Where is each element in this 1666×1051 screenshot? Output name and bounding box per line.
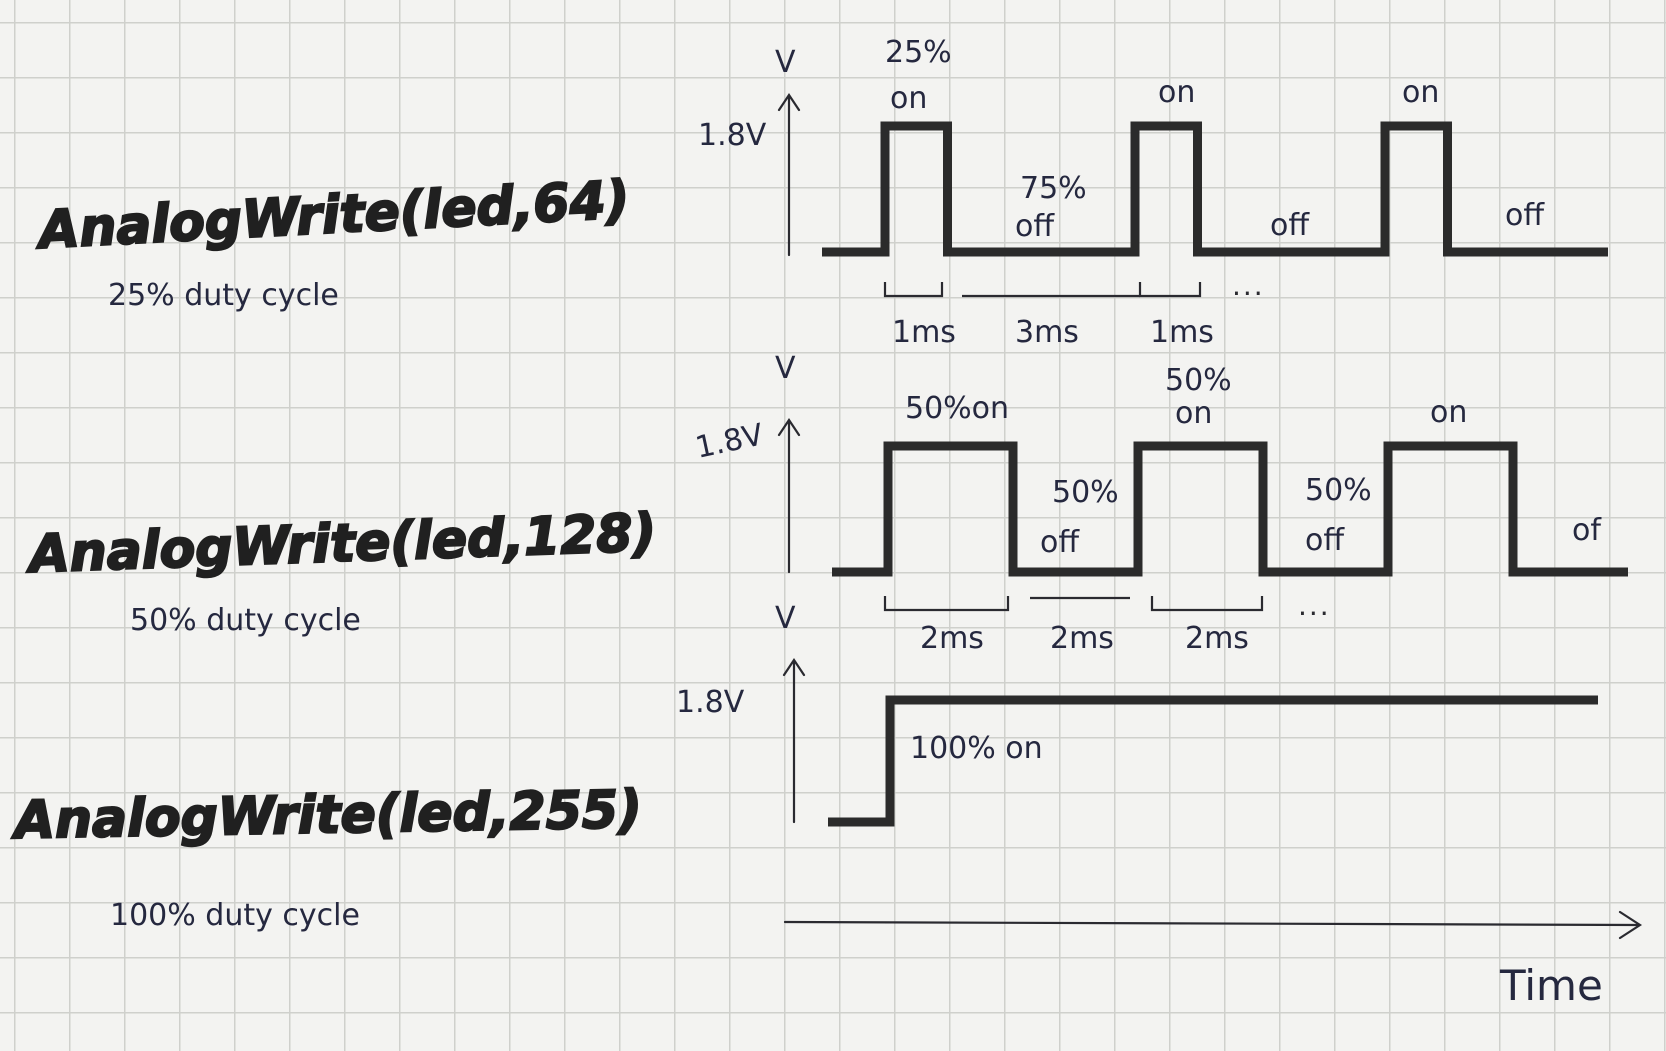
duration-label: 2ms xyxy=(1185,621,1249,656)
function-label-255: AnalogWrite(led,255) xyxy=(10,780,642,851)
annotation-50pct: 50% xyxy=(1305,473,1372,508)
pwm-wave-50 xyxy=(832,441,1628,577)
voltage-level-label: 1.8V xyxy=(698,118,767,153)
annotation-off: off xyxy=(1505,198,1545,233)
duration-label: 3ms xyxy=(1015,315,1079,350)
annotation-on: on xyxy=(1175,396,1212,431)
duty-label-100: 100% duty cycle xyxy=(110,898,360,933)
row-50-percent: AnalogWrite(led,128) 50% duty cycle V 1.… xyxy=(23,351,1628,656)
duration-bracket xyxy=(883,596,1010,612)
function-label-128: AnalogWrite(led,128) xyxy=(24,503,657,585)
annotation-on: on xyxy=(1158,75,1195,110)
time-axis-label: Time xyxy=(1499,961,1603,1010)
voltage-level-label: 1.8V xyxy=(676,685,745,720)
annotation-25pct: 25% xyxy=(885,35,952,70)
voltage-axis-arrow xyxy=(777,418,801,574)
time-axis: Time xyxy=(783,910,1643,1010)
row-100-percent: AnalogWrite(led,255) 100% duty cycle V 1… xyxy=(9,601,1598,933)
duration-bracket xyxy=(1150,596,1264,612)
duty-label-50: 50% duty cycle xyxy=(130,603,361,638)
annotation-100pct-on: 100% on xyxy=(910,731,1043,766)
voltage-level-label: 1.8V xyxy=(692,417,766,466)
annotation-off-partial: of xyxy=(1572,513,1602,548)
duration-label: 1ms xyxy=(1150,315,1214,350)
v-axis-label: V xyxy=(775,45,796,80)
annotation-50pct: 50% xyxy=(1165,363,1232,398)
v-axis-label: V xyxy=(775,601,796,636)
annotation-off: off xyxy=(1270,208,1310,243)
function-label-64: AnalogWrite(led,64) xyxy=(34,170,631,261)
duration-bracket xyxy=(1138,282,1202,298)
annotation-on: on xyxy=(1402,75,1439,110)
duration-bracket xyxy=(883,282,944,298)
duration-label: 2ms xyxy=(1050,621,1114,656)
voltage-axis-arrow xyxy=(782,658,806,824)
duration-label: 1ms xyxy=(892,315,956,350)
annotation-75pct: 75% xyxy=(1020,171,1087,206)
pwm-wave-25 xyxy=(822,121,1608,257)
v-axis-label: V xyxy=(775,351,796,386)
annotation-off: off xyxy=(1015,209,1055,244)
time-axis-arrow xyxy=(783,910,1643,940)
voltage-axis-arrow xyxy=(777,93,801,257)
annotation-50pct: 50% xyxy=(1052,475,1119,510)
continuation-ellipsis: ... xyxy=(1298,589,1331,622)
duty-label-25: 25% duty cycle xyxy=(108,278,339,313)
annotation-on: on xyxy=(890,81,927,116)
annotation-off: off xyxy=(1040,525,1080,560)
continuation-ellipsis: ... xyxy=(1232,269,1265,302)
pwm-wave-100 xyxy=(828,695,1598,827)
annotation-on: on xyxy=(1430,395,1467,430)
row-25-percent: AnalogWrite(led,64) 25% duty cycle V 1.8… xyxy=(32,35,1608,350)
annotation-off: off xyxy=(1305,523,1345,558)
annotation-50pct-on: 50%on xyxy=(905,391,1009,426)
duration-label: 2ms xyxy=(920,621,984,656)
